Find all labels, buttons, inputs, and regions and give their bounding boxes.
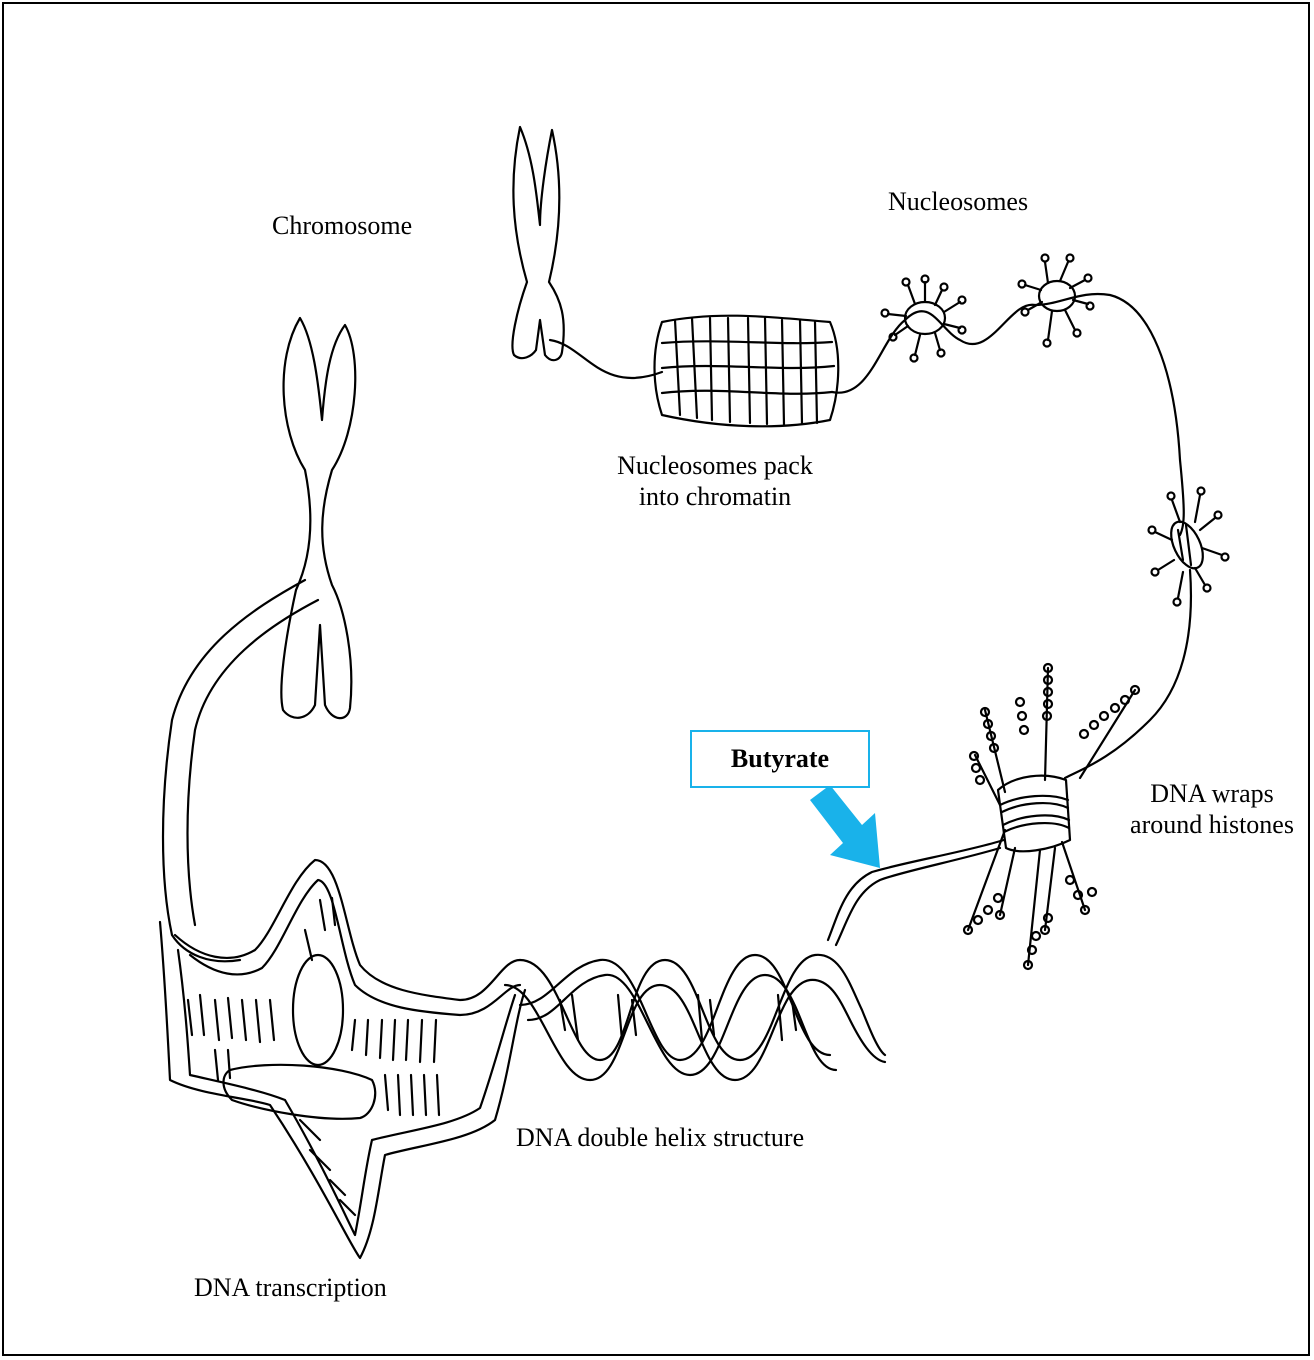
dna-strand-top-right	[832, 294, 1184, 535]
label-chromatin: Nucleosomes pack into chromatin	[590, 450, 840, 512]
label-dna-wraps-line1: DNA wraps	[1112, 778, 1312, 809]
label-dna-wraps: DNA wraps around histones	[1112, 778, 1312, 840]
label-chromatin-line1: Nucleosomes pack	[590, 450, 840, 481]
dna-strand-left	[163, 580, 318, 961]
small-chromosome	[512, 127, 563, 360]
nucleosome-2	[1019, 255, 1094, 347]
nucleosome-1	[882, 276, 966, 362]
dna-strand-right	[1065, 570, 1191, 778]
label-chromosome: Chromosome	[272, 210, 412, 241]
chromatin-fiber	[655, 316, 839, 427]
label-chromatin-line2: into chromatin	[590, 481, 840, 512]
label-double-helix: DNA double helix structure	[516, 1122, 804, 1153]
butyrate-arrow	[810, 785, 880, 868]
label-nucleosomes: Nucleosomes	[888, 186, 1028, 217]
label-transcription: DNA transcription	[194, 1272, 387, 1303]
large-chromosome	[281, 318, 355, 718]
dna-double-helix	[505, 955, 885, 1080]
label-butyrate: Butyrate	[731, 744, 829, 774]
transcription-bubble	[160, 860, 525, 1258]
nucleosome-3	[1149, 488, 1229, 606]
label-dna-wraps-line2: around histones	[1112, 809, 1312, 840]
butyrate-box: Butyrate	[690, 730, 870, 788]
dna-strand-top-left	[550, 340, 662, 378]
